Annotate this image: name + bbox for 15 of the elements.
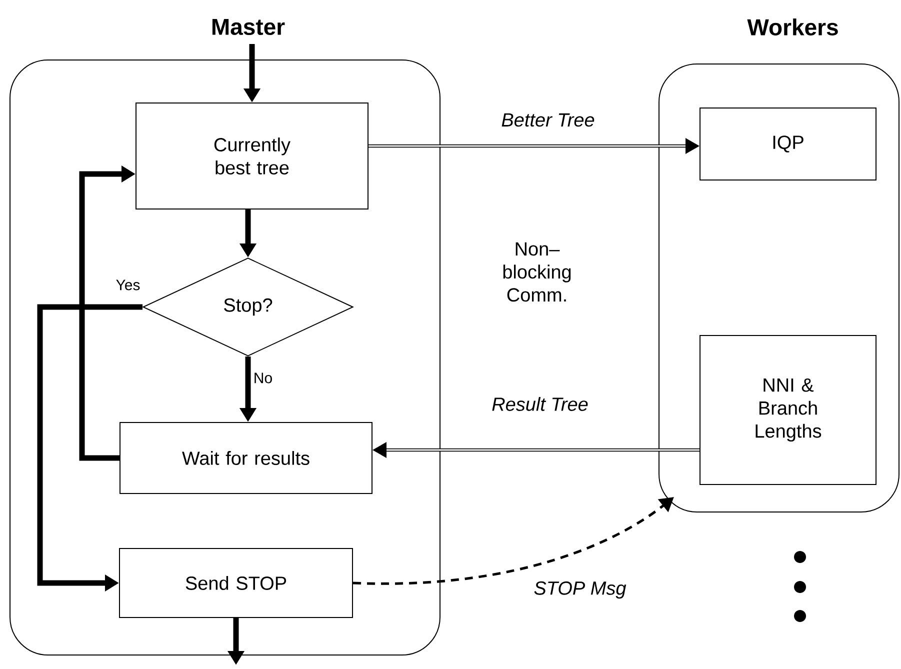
edge-label: STOP Msg xyxy=(532,580,628,600)
edge-label: No xyxy=(252,372,274,384)
note-text: Non– blocking Comm. xyxy=(503,242,571,302)
edge-label: Result Tree xyxy=(490,396,590,412)
process-box: Currently best tree xyxy=(136,102,368,210)
edge-label: Better Tree xyxy=(500,112,596,128)
group-heading: Workers xyxy=(747,18,838,36)
process-box: Send STOP xyxy=(119,548,353,618)
arrow xyxy=(368,138,700,154)
process-box: IQP xyxy=(700,108,877,180)
process-box: Wait for results xyxy=(120,422,372,494)
edge-label: Yes xyxy=(114,278,142,292)
process-box: NNI & Branch Lengths xyxy=(700,335,877,485)
group-heading: Master xyxy=(212,18,285,36)
arrow xyxy=(372,442,700,458)
